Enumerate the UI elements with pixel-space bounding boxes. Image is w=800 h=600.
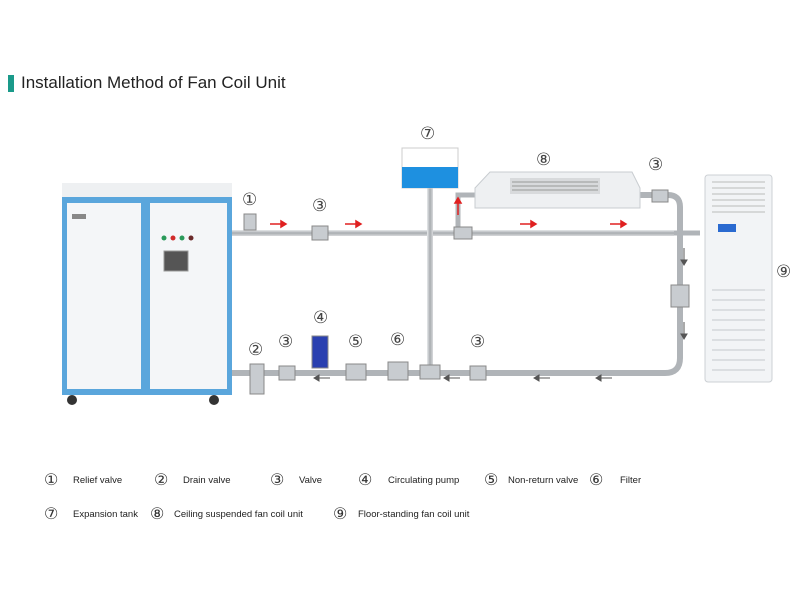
valve	[651, 189, 669, 203]
title-accent-bar	[8, 75, 14, 92]
legend-label: Floor-standing fan coil unit	[358, 509, 470, 520]
non-return-valve	[345, 363, 367, 381]
legend-num: ⑨	[333, 504, 348, 523]
drain-valve	[249, 363, 265, 395]
legend-label: Drain valve	[183, 475, 231, 486]
ceiling-fan-coil-unit	[474, 171, 641, 209]
legend-label: Filter	[620, 475, 642, 486]
label-non-return-valve: ⑤	[348, 332, 364, 352]
floor-fan-coil-unit	[704, 174, 773, 383]
valve	[278, 365, 296, 381]
legend-label: Non-return valve	[508, 475, 579, 486]
label-drain-valve: ②	[248, 340, 264, 360]
legend-num: ③	[270, 470, 285, 489]
label-floor-unit: ⑨	[776, 262, 792, 282]
legend-num: ⑥	[589, 470, 604, 489]
electric-boiler	[62, 183, 232, 405]
valve	[311, 225, 329, 241]
filter	[387, 361, 409, 381]
legend-label: Valve	[299, 475, 323, 486]
legend-num: ②	[154, 470, 169, 489]
circulating-pump	[311, 335, 329, 369]
legend-label: Expansion tank	[73, 509, 138, 520]
valve	[469, 365, 487, 381]
page-title: Installation Method of Fan Coil Unit	[21, 73, 286, 92]
pipes	[232, 188, 700, 376]
legend-num: ⑧	[150, 504, 165, 523]
label-relief-valve: ①	[242, 190, 258, 210]
label-pump: ④	[313, 308, 329, 328]
label-valve: ③	[312, 196, 328, 216]
legend-label: Ceiling suspended fan coil unit	[174, 509, 303, 520]
legend-num: ⑦	[44, 504, 59, 523]
tee	[453, 226, 473, 240]
label-ceiling-unit: ⑧	[536, 150, 552, 170]
return-arrows	[313, 248, 688, 382]
fittings	[243, 189, 690, 395]
label-expansion-tank: ⑦	[420, 124, 436, 144]
legend-num: ⑤	[484, 470, 499, 489]
expansion-tank	[401, 147, 459, 189]
legend-num: ④	[358, 470, 373, 489]
flow-arrows	[270, 196, 628, 229]
legend-num: ①	[44, 470, 59, 489]
label-valve: ③	[278, 332, 294, 352]
legend-label: Relief valve	[73, 475, 123, 486]
filter-right	[670, 284, 690, 308]
label-filter: ⑥	[390, 330, 406, 350]
tee	[419, 364, 441, 380]
legend-label: Circulating pump	[388, 475, 460, 486]
label-valve: ③	[470, 332, 486, 352]
relief-valve	[243, 213, 257, 231]
label-valve: ③	[648, 155, 664, 175]
